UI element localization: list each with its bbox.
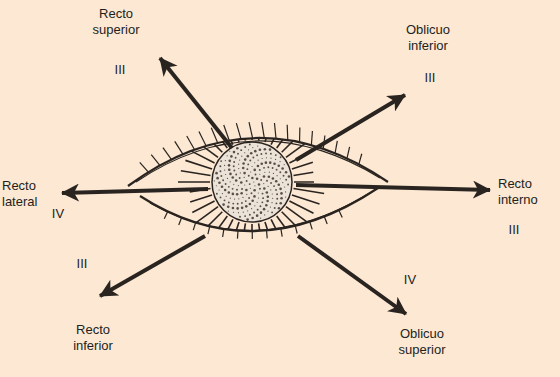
muscle-name: Recto superior (80, 6, 152, 38)
muscle-name: Oblicuo inferior (392, 22, 464, 54)
lower-lid-fold (150, 194, 368, 230)
muscle-arrow (62, 189, 208, 193)
muscle-name: Recto lateral (2, 178, 56, 210)
muscle-arrow (296, 95, 405, 160)
lower-lid (140, 188, 378, 231)
muscle-arrow (160, 58, 232, 148)
iris-stipple (214, 144, 291, 221)
muscle-arrow (298, 236, 406, 314)
muscle-name: Recto interno (498, 176, 556, 208)
muscle-arrow (100, 236, 205, 296)
nerve-number: IV (398, 272, 422, 288)
upper-lid (128, 138, 388, 186)
nerve-number: III (108, 62, 132, 78)
muscle-arrow (296, 185, 490, 190)
nerve-number: III (502, 222, 526, 238)
iris (212, 142, 292, 222)
nerve-number: IV (46, 206, 70, 222)
nerve-number: III (418, 70, 442, 86)
upper-lid-fold (136, 141, 380, 182)
muscle-name: Oblicuo superior (386, 326, 458, 358)
nerve-number: III (70, 256, 94, 272)
muscle-name: Recto inferior (60, 322, 126, 354)
